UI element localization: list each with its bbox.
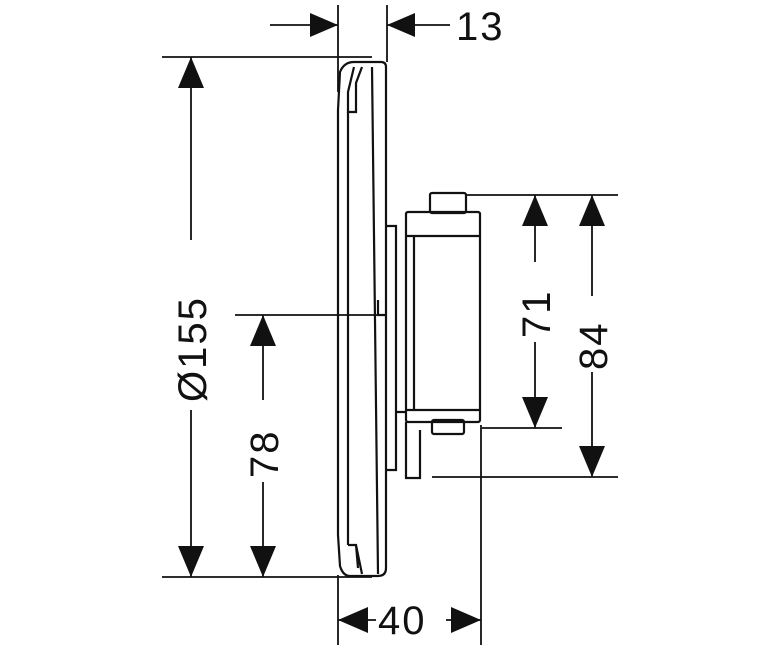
- dimension-13: 13: [270, 5, 505, 49]
- housing-body: [404, 210, 482, 424]
- dimension-155: Ø155: [171, 57, 215, 577]
- dim-40-arrow-left: [338, 607, 368, 633]
- dimension-71: 71: [515, 195, 559, 428]
- dim-155-arrow-bottom: [178, 546, 204, 577]
- dim-13-arrow-left: [310, 13, 338, 37]
- dim-71-label: 71: [515, 290, 559, 339]
- dim-13-arrow-right: [387, 13, 415, 37]
- cover-plate-inner-line: [370, 66, 380, 575]
- housing-neck-lower: [396, 410, 422, 480]
- dim-40-label: 40: [378, 599, 427, 643]
- dim-84-arrow-top: [579, 195, 605, 226]
- dim-40-arrow-right: [451, 607, 481, 633]
- cover-plate: [336, 60, 388, 578]
- dim-78-arrow-top: [250, 315, 276, 346]
- dim-78-label: 78: [243, 430, 287, 479]
- dim-84-arrow-bottom: [579, 446, 605, 477]
- dim-13-label: 13: [456, 5, 505, 49]
- dim-71-arrow-top: [522, 195, 548, 226]
- dimension-40: 40: [338, 599, 481, 643]
- dim-155-label: Ø155: [171, 296, 215, 402]
- cover-plate-bottom-bevel: [348, 543, 364, 575]
- cover-plate-bevel: [346, 66, 364, 114]
- dim-78-arrow-bottom: [250, 546, 276, 577]
- dim-155-arrow-top: [178, 57, 204, 88]
- dim-84-label: 84: [572, 322, 616, 371]
- extension-lines: [162, 5, 618, 645]
- bottom-connector: [430, 418, 466, 436]
- dimension-84: 84: [572, 195, 616, 477]
- product-outline: [336, 60, 482, 578]
- dimension-78: 78: [243, 315, 287, 577]
- housing-neck: [386, 224, 398, 472]
- dim-71-arrow-bottom: [522, 397, 548, 428]
- top-connector: [428, 191, 468, 215]
- cover-plate-step: [376, 300, 386, 317]
